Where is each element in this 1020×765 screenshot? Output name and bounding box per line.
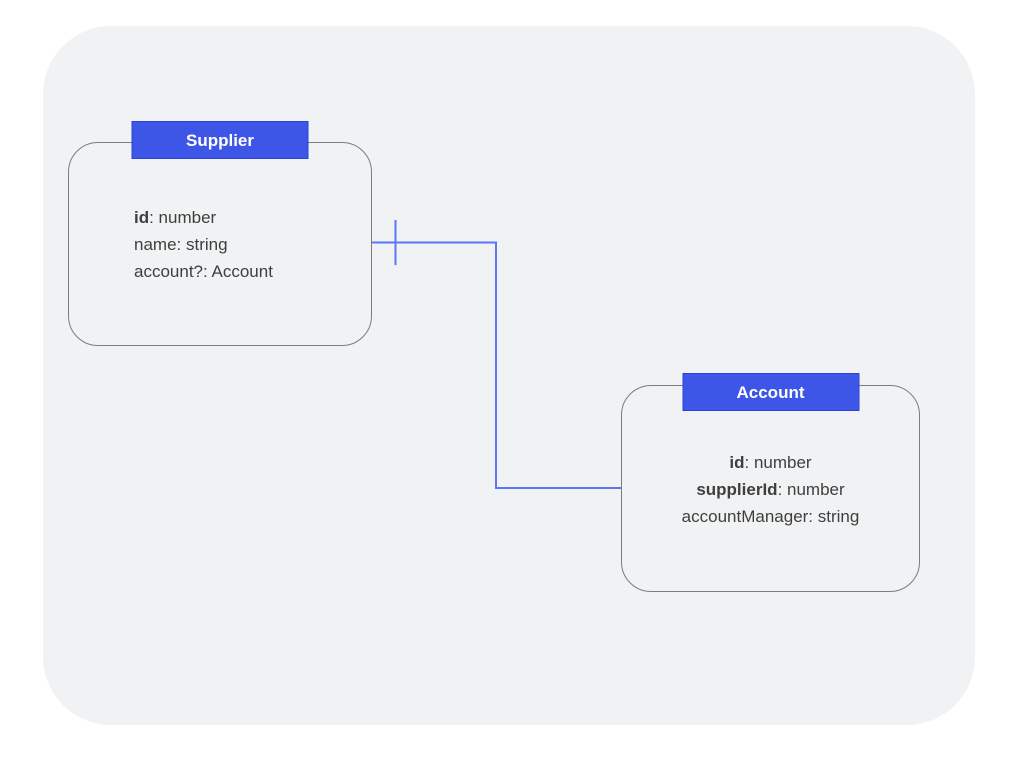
entity-field: account?: Account bbox=[134, 258, 371, 285]
entity-field: accountManager: string bbox=[622, 503, 919, 530]
field-name: supplierId bbox=[696, 480, 778, 499]
entity-field: name: string bbox=[134, 231, 371, 258]
entity-field: supplierId: number bbox=[622, 476, 919, 503]
field-type: accountManager: string bbox=[681, 507, 860, 526]
entity-field: id: number bbox=[622, 449, 919, 476]
entity-account-title: Account bbox=[736, 383, 805, 402]
field-type: account?: Account bbox=[134, 262, 273, 281]
entity-account[interactable]: Account id: number supplierId: number ac… bbox=[621, 373, 920, 592]
entity-supplier-header[interactable]: Supplier bbox=[131, 121, 309, 159]
field-type: : number bbox=[149, 208, 217, 227]
entity-field: id: number bbox=[134, 204, 371, 231]
field-type: : number bbox=[744, 453, 812, 472]
entity-supplier[interactable]: Supplier id: number name: string account… bbox=[68, 121, 372, 346]
field-type: name: string bbox=[134, 235, 228, 254]
entity-account-header[interactable]: Account bbox=[682, 373, 859, 411]
entity-supplier-title: Supplier bbox=[185, 131, 254, 150]
entity-supplier-fields: id: number name: string account?: Accoun… bbox=[69, 204, 371, 285]
field-type: : number bbox=[777, 480, 845, 499]
entity-account-fields: id: number supplierId: number accountMan… bbox=[622, 449, 919, 530]
field-name: id bbox=[134, 208, 150, 227]
field-name: id bbox=[729, 453, 745, 472]
